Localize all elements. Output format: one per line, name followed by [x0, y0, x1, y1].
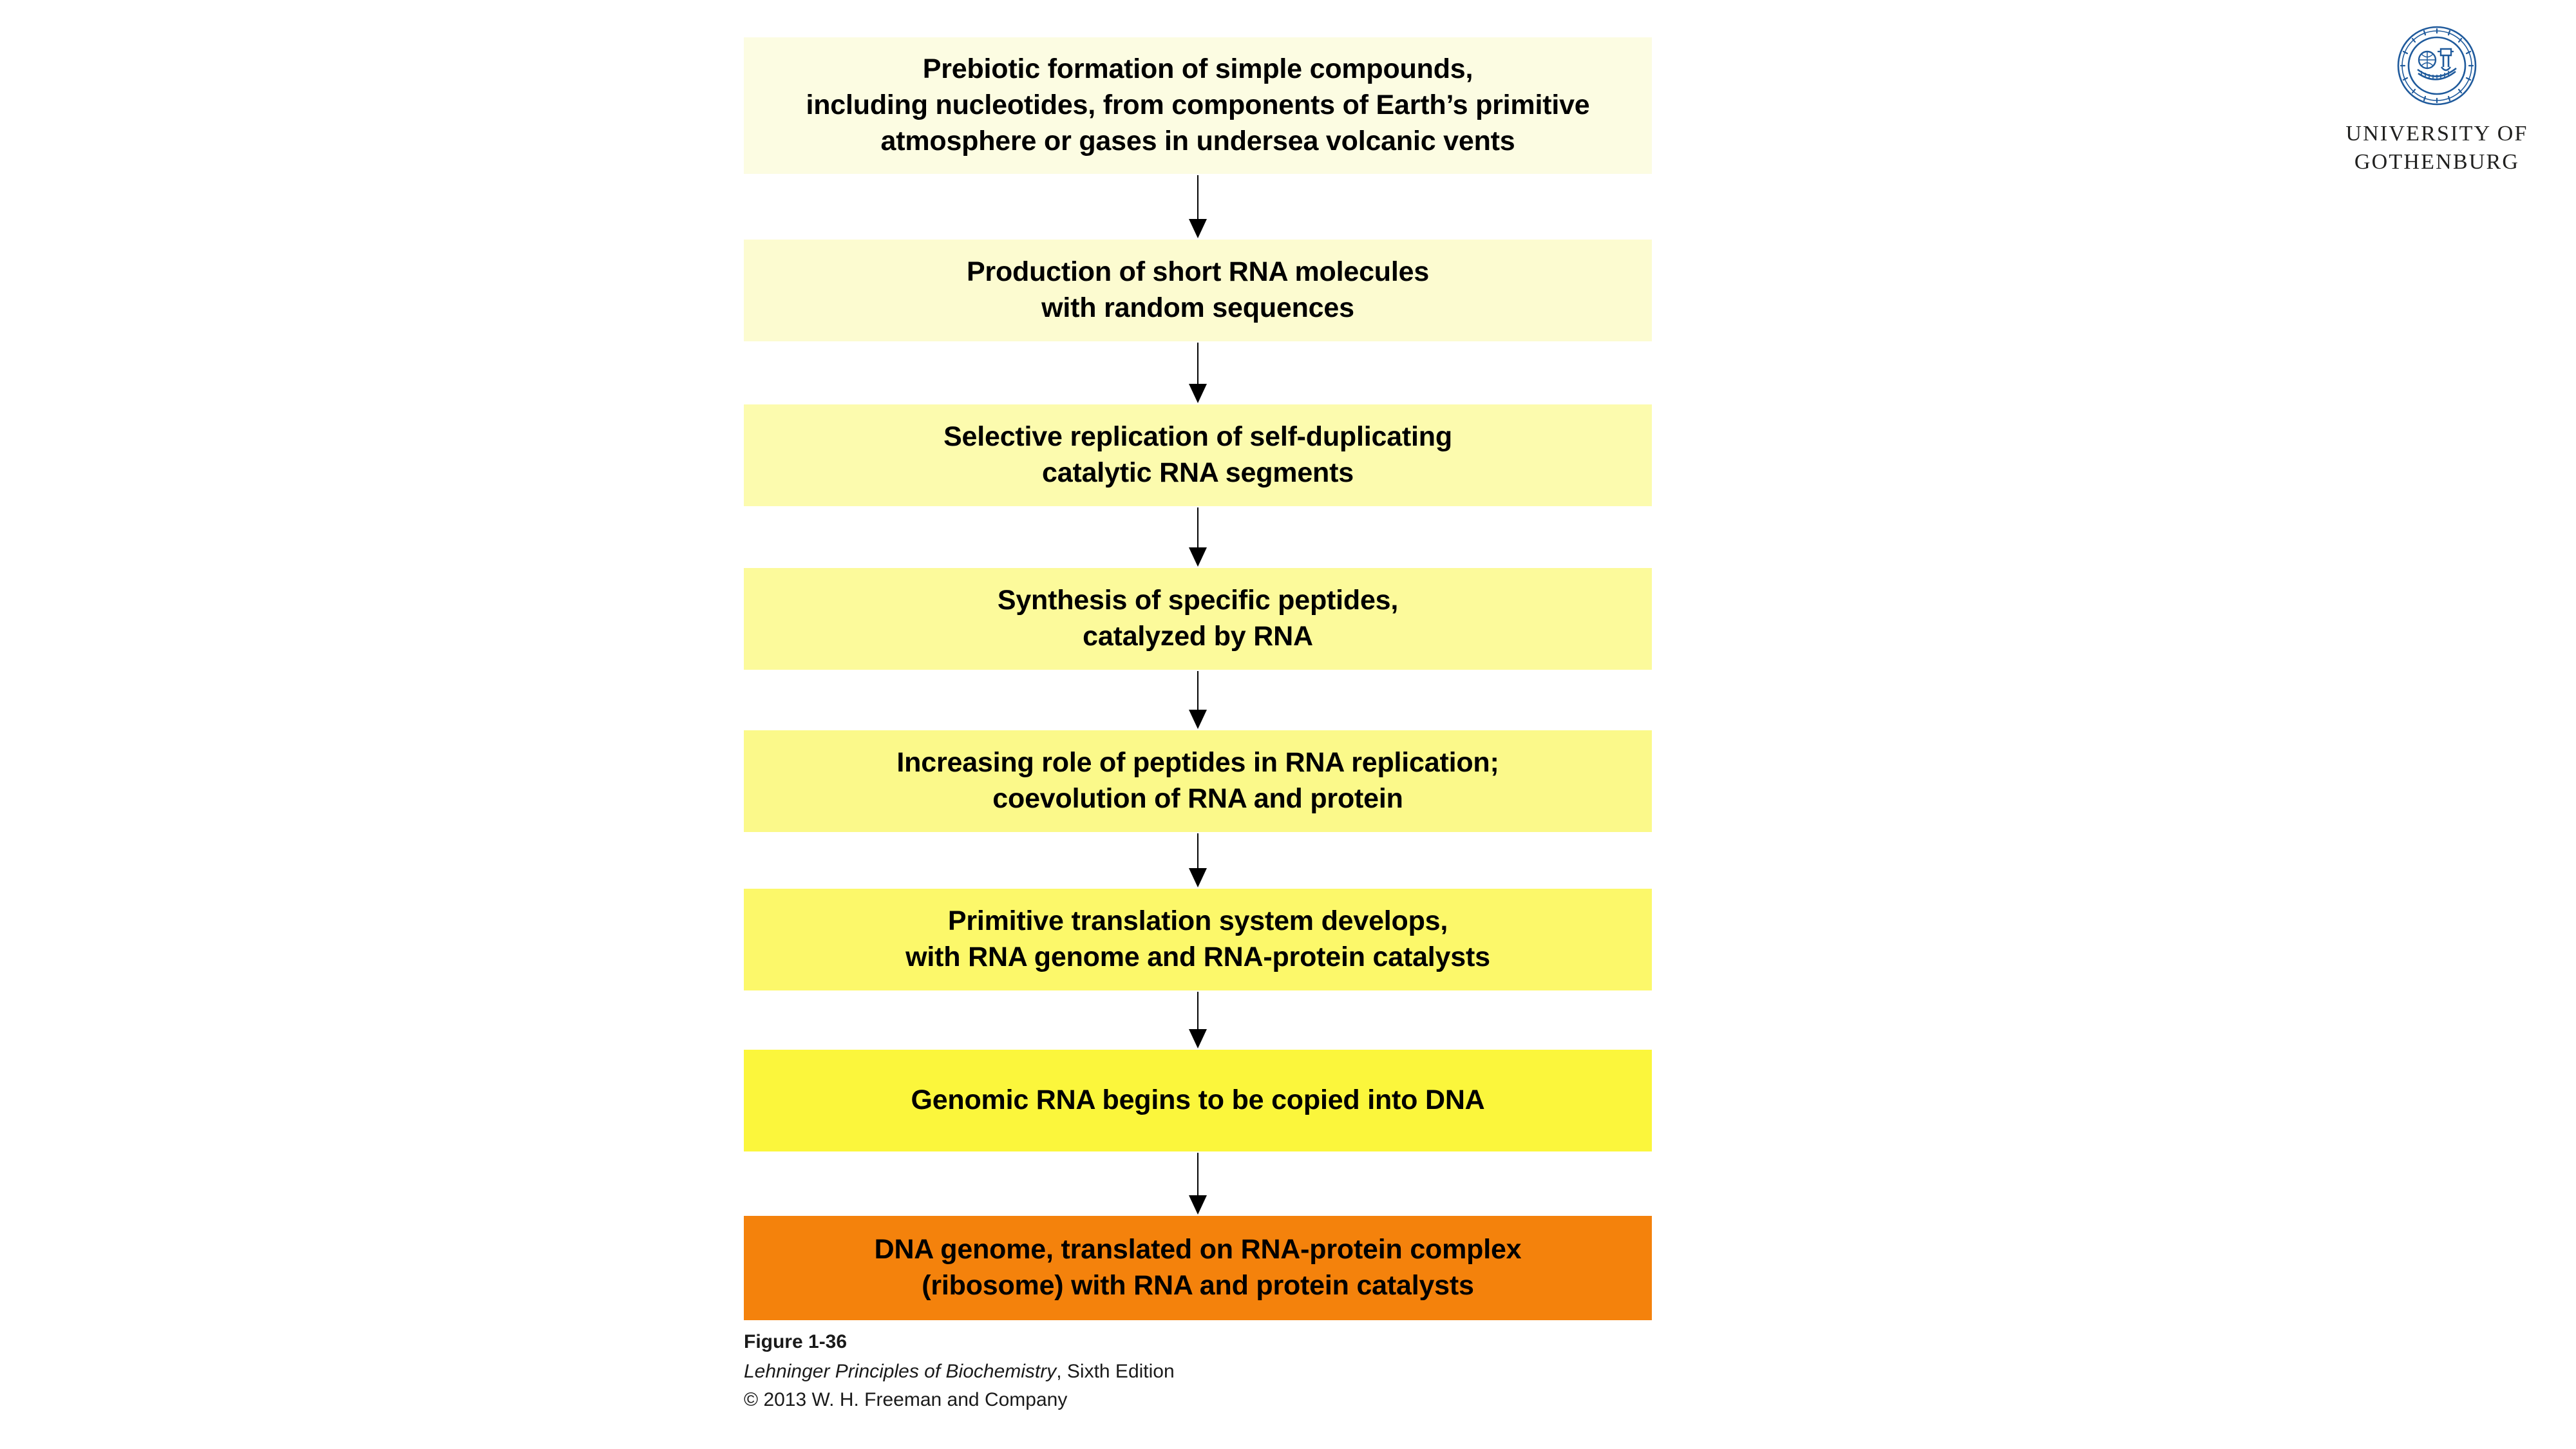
flow-step-2-label: Production of short RNA molecules with r…: [966, 256, 1430, 323]
flow-arrow-2-to-3: [1197, 343, 1198, 402]
caption-copyright: © 2013 W. H. Freeman and Company: [744, 1388, 1068, 1410]
flow-arrow-1-to-2: [1197, 175, 1198, 237]
flow-arrow-6-to-7: [1197, 992, 1198, 1047]
flow-arrow-4-to-5: [1197, 671, 1198, 728]
flow-step-6: Primitive translation system develops, w…: [744, 889, 1652, 990]
flow-step-2: Production of short RNA molecules with r…: [744, 240, 1652, 341]
flow-step-7: Genomic RNA begins to be copied into DNA: [744, 1050, 1652, 1151]
flow-arrow-3-to-4: [1197, 507, 1198, 565]
flow-step-5: Increasing role of peptides in RNA repli…: [744, 730, 1652, 832]
university-logo: UNIVERSITY OF GOTHENBURG: [2334, 26, 2540, 176]
flow-step-1-label: Prebiotic formation of simple compounds,…: [806, 53, 1590, 156]
flow-step-4-label: Synthesis of specific peptides, catalyze…: [997, 585, 1399, 652]
caption-book-title: Lehninger Principles of Biochemistry: [744, 1360, 1057, 1382]
caption-book-edition: , Sixth Edition: [1056, 1360, 1175, 1382]
caption-book-line: Lehninger Principles of Biochemistry, Si…: [744, 1358, 1774, 1385]
flow-step-8-label: DNA genome, translated on RNA-protein co…: [874, 1234, 1522, 1301]
figure-caption: Figure 1-36 Lehninger Principles of Bioc…: [744, 1329, 1774, 1413]
flow-step-8: DNA genome, translated on RNA-protein co…: [744, 1216, 1652, 1320]
flow-step-3: Selective replication of self-duplicatin…: [744, 404, 1652, 506]
flow-arrow-7-to-8: [1197, 1153, 1198, 1213]
flow-step-1: Prebiotic formation of simple compounds,…: [744, 37, 1652, 174]
caption-figure-number: Figure 1-36: [744, 1331, 848, 1352]
flow-step-7-label: Genomic RNA begins to be copied into DNA: [911, 1084, 1485, 1116]
flow-step-4: Synthesis of specific peptides, catalyze…: [744, 568, 1652, 670]
university-wordmark: UNIVERSITY OF GOTHENBURG: [2345, 122, 2528, 175]
flowchart: Prebiotic formation of simple compounds,…: [744, 0, 1652, 1327]
flow-step-6-label: Primitive translation system develops, w…: [905, 905, 1490, 972]
flow-arrow-5-to-6: [1197, 833, 1198, 886]
flow-step-3-label: Selective replication of self-duplicatin…: [943, 421, 1452, 488]
flow-step-5-label: Increasing role of peptides in RNA repli…: [896, 747, 1499, 814]
university-seal-icon: [2397, 26, 2477, 106]
